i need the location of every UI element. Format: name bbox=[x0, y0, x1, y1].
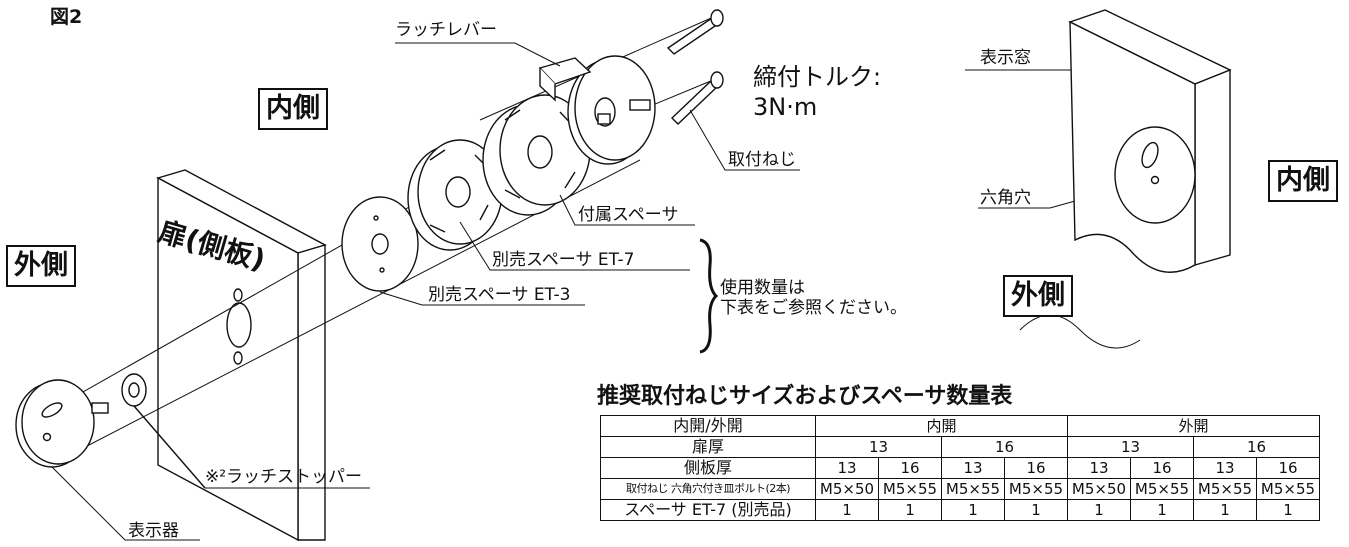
table-cell: 1 bbox=[1256, 499, 1320, 521]
table-cell: 13 bbox=[815, 457, 879, 479]
table-cell: M5×55 bbox=[941, 478, 1005, 500]
right-door-view bbox=[1019, 9, 1232, 349]
table-cell: 1 bbox=[1004, 499, 1068, 521]
table-cell: 1 bbox=[1130, 499, 1194, 521]
table-cell: 13 bbox=[815, 436, 942, 458]
usage-note: 使用数量は 下表をご参照ください。 bbox=[720, 278, 907, 318]
spacer-et3 bbox=[341, 196, 419, 292]
usage-note-line-1: 使用数量は bbox=[720, 278, 805, 298]
spacer-et7-label: 別売スペーサ ET-7 bbox=[492, 250, 635, 270]
inside-label: 内側 bbox=[258, 88, 328, 130]
torque-line-1: 締付トルク: bbox=[753, 63, 882, 91]
latch-mechanism bbox=[538, 55, 656, 165]
table-cell: M5×55 bbox=[1193, 478, 1257, 500]
display-window-label: 表示窓 bbox=[980, 48, 1031, 68]
table-cell: 1 bbox=[1193, 499, 1257, 521]
outside-label-right: 外側 bbox=[1003, 275, 1073, 317]
torque-line-2: 3N·m bbox=[753, 93, 818, 121]
attached-spacer-label: 付属スペーサ bbox=[578, 205, 679, 225]
door-panel bbox=[156, 169, 327, 542]
table-cell: M5×50 bbox=[815, 478, 879, 500]
row-label: 内開/外開 bbox=[600, 415, 816, 437]
inside-label-right: 内側 bbox=[1268, 160, 1338, 202]
latch-stopper-label: ※²ラッチストッパー bbox=[205, 467, 363, 487]
mounting-screws bbox=[666, 9, 724, 125]
group-cell: 内開 bbox=[815, 415, 1068, 437]
spacer-et3-label: 別売スペーサ ET-3 bbox=[428, 285, 571, 305]
table-cell: 16 bbox=[1193, 436, 1320, 458]
table-row: スペーサ ET-7 (別売品) 1 1 1 1 1 1 1 1 bbox=[600, 499, 1320, 521]
table-cell: M5×55 bbox=[1256, 478, 1320, 500]
table-cell: 16 bbox=[1130, 457, 1194, 479]
table-cell: 16 bbox=[1256, 457, 1320, 479]
table-cell: 16 bbox=[941, 436, 1068, 458]
table-row: 側板厚 13 16 13 16 13 16 13 16 bbox=[600, 457, 1320, 479]
table-cell: 1 bbox=[1067, 499, 1131, 521]
outside-label: 外側 bbox=[6, 245, 76, 287]
row-label: 側板厚 bbox=[600, 457, 816, 479]
spacer-et7 bbox=[407, 139, 503, 251]
table-cell: M5×55 bbox=[1130, 478, 1194, 500]
table-cell: 16 bbox=[878, 457, 942, 479]
table-cell: M5×50 bbox=[1067, 478, 1131, 500]
table-cell: 1 bbox=[878, 499, 942, 521]
table-title: 推奨取付ねじサイズおよびスペーサ数量表 bbox=[597, 384, 1013, 409]
latch-stopper bbox=[121, 373, 206, 489]
table-cell: 1 bbox=[815, 499, 879, 521]
row-label: スペーサ ET-7 (別売品) bbox=[600, 499, 816, 521]
spacer-quantity-table: 内開/外開 内開 外開 扉厚 13 16 13 16 側板厚 13 16 13 … bbox=[600, 415, 1320, 521]
table-cell: M5×55 bbox=[1004, 478, 1068, 500]
table-cell: 16 bbox=[1004, 457, 1068, 479]
table-row: 取付ねじ 六角穴付き皿ボルト(2本) M5×50 M5×55 M5×55 M5×… bbox=[600, 478, 1320, 500]
mounting-screw-label: 取付ねじ bbox=[728, 150, 796, 170]
table-cell: 13 bbox=[1067, 436, 1194, 458]
table-row: 内開/外開 内開 外開 bbox=[600, 415, 1320, 437]
table-cell: 1 bbox=[941, 499, 1005, 521]
table-cell: 13 bbox=[1193, 457, 1257, 479]
table-row: 扉厚 13 16 13 16 bbox=[600, 436, 1320, 458]
hex-hole-label: 六角穴 bbox=[980, 188, 1031, 208]
attached-spacer bbox=[482, 94, 591, 216]
table-cell: 13 bbox=[941, 457, 1005, 479]
table-cell: M5×55 bbox=[878, 478, 942, 500]
usage-note-line-2: 下表をご参照ください。 bbox=[720, 298, 907, 318]
latch-lever-label: ラッチレバー bbox=[395, 20, 497, 40]
figure-number: 図2 bbox=[50, 6, 83, 28]
row-label: 取付ねじ 六角穴付き皿ボルト(2本) bbox=[600, 478, 816, 500]
indicator-label: 表示器 bbox=[128, 521, 179, 541]
indicator-knob bbox=[15, 379, 109, 468]
row-label: 扉厚 bbox=[600, 436, 816, 458]
brace bbox=[699, 238, 719, 354]
table-cell: 13 bbox=[1067, 457, 1131, 479]
torque-spec: 締付トルク: 3N·m bbox=[753, 62, 881, 122]
group-cell: 外開 bbox=[1067, 415, 1320, 437]
